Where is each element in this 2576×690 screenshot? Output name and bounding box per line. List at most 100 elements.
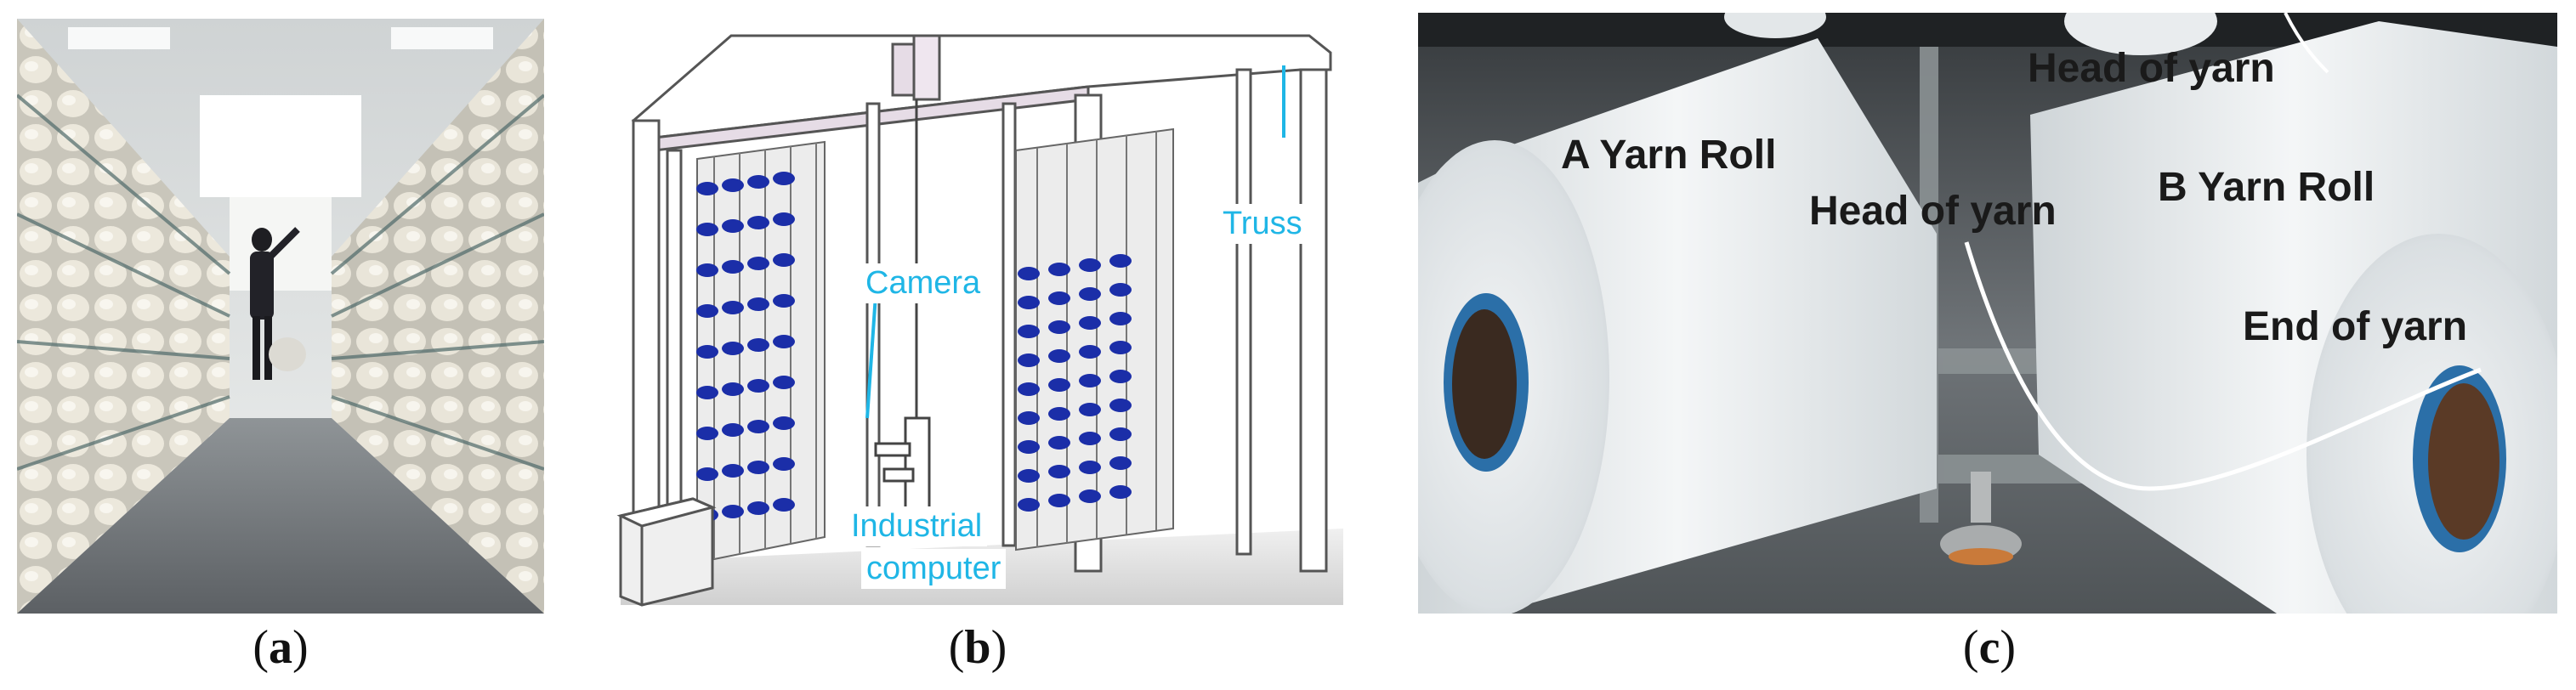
- blue-bobbin: [1018, 382, 1040, 396]
- rack-left: [696, 140, 826, 564]
- label-a-yarn-roll: A Yarn Roll: [1561, 133, 1777, 178]
- blue-bobbin: [1048, 320, 1070, 334]
- blue-bobbin: [722, 260, 744, 274]
- blue-bobbin: [773, 212, 795, 226]
- blue-bobbin: [1048, 407, 1070, 421]
- label-head-of-yarn-mid: Head of yarn: [1809, 189, 2057, 234]
- blue-bobbin: [722, 178, 744, 192]
- blue-bobbin: [696, 304, 718, 318]
- blue-bobbin: [722, 342, 744, 355]
- blue-bobbin: [1109, 341, 1132, 354]
- blue-bobbin: [1018, 469, 1040, 483]
- blue-bobbin: [696, 263, 718, 277]
- blue-bobbin: [1048, 378, 1070, 392]
- blue-bobbin: [747, 175, 769, 189]
- warehouse-photo: [17, 19, 544, 614]
- caption-a-letter: a: [269, 621, 292, 674]
- blue-bobbin: [1079, 258, 1101, 272]
- machine-foot: [1940, 472, 2022, 565]
- blue-bobbin: [696, 223, 718, 236]
- blue-bobbin: [696, 182, 718, 195]
- blue-bobbin: [1048, 263, 1070, 276]
- blue-bobbin-group: [696, 172, 1132, 522]
- panel-c-photo: Head of yarn A Yarn Roll Head of yarn B …: [1418, 13, 2557, 614]
- yarn-roll-b: [2030, 21, 2557, 614]
- blue-bobbin: [1018, 325, 1040, 338]
- label-truss: Truss: [1217, 204, 1308, 244]
- blue-bobbin: [773, 172, 795, 185]
- caption-b: (b): [948, 621, 1007, 674]
- blue-bobbin: [773, 457, 795, 471]
- blue-bobbin: [696, 345, 718, 359]
- blue-bobbin: [696, 427, 718, 440]
- blue-bobbin: [1018, 267, 1040, 280]
- blue-bobbin: [1079, 403, 1101, 416]
- blue-bobbin: [1018, 353, 1040, 367]
- blue-bobbin: [696, 386, 718, 399]
- blue-bobbin: [773, 498, 795, 512]
- blue-bobbin: [747, 216, 769, 229]
- blue-bobbin: [696, 467, 718, 481]
- caption-c-letter: c: [1978, 621, 2000, 674]
- blue-bobbin: [1048, 436, 1070, 450]
- blue-bobbin: [1109, 485, 1132, 499]
- blue-bobbin: [1109, 254, 1132, 268]
- truss-frame: [631, 34, 1332, 598]
- blue-bobbin: [1048, 494, 1070, 507]
- blue-bobbin: [773, 294, 795, 308]
- camera-pointer-line: [865, 294, 877, 419]
- caption-a: (a): [252, 621, 309, 674]
- industrial-computer-box: [616, 497, 717, 607]
- blue-bobbin: [747, 501, 769, 515]
- blue-bobbin: [1018, 296, 1040, 309]
- label-b-yarn-roll: B Yarn Roll: [2158, 165, 2375, 210]
- blue-bobbin: [722, 423, 744, 437]
- blue-bobbin: [773, 376, 795, 389]
- caption-c: (c): [1962, 621, 2017, 674]
- rack-right: [1015, 127, 1174, 551]
- blue-bobbin: [747, 420, 769, 433]
- blue-bobbin: [1109, 456, 1132, 470]
- blue-bobbin: [1048, 291, 1070, 305]
- panel-a-photo: [17, 19, 544, 614]
- blue-bobbin: [773, 253, 795, 267]
- blue-bobbin: [1079, 316, 1101, 330]
- blue-bobbin: [1109, 399, 1132, 412]
- label-industrial-computer-line2: computer: [861, 549, 1007, 589]
- blue-bobbin: [1109, 312, 1132, 325]
- blue-bobbin: [1048, 465, 1070, 478]
- blue-bobbin: [1079, 461, 1101, 474]
- blue-bobbin: [722, 301, 744, 314]
- blue-bobbin: [747, 297, 769, 311]
- blue-bobbin: [747, 338, 769, 352]
- blue-bobbin: [1018, 440, 1040, 454]
- blue-bobbin: [1018, 498, 1040, 512]
- blue-bobbin: [773, 416, 795, 430]
- blue-bobbin: [1079, 345, 1101, 359]
- worker-silhouette: [250, 227, 306, 380]
- blue-bobbin: [1079, 287, 1101, 301]
- blue-bobbin: [722, 464, 744, 478]
- blue-bobbin: [722, 382, 744, 396]
- blue-bobbin: [1079, 374, 1101, 387]
- yarn-rolls-photo: [1418, 13, 2557, 614]
- blue-bobbin: [1109, 370, 1132, 383]
- blue-bobbin: [747, 257, 769, 270]
- panel-b-diagram: Camera Truss Industrial computer: [612, 19, 1352, 614]
- label-industrial-computer-line1: Industrial: [846, 506, 988, 546]
- camera-mount: [874, 99, 931, 513]
- blue-bobbin: [747, 379, 769, 393]
- blue-bobbin: [747, 461, 769, 474]
- blue-bobbin: [1109, 427, 1132, 441]
- caption-b-letter: b: [964, 621, 991, 674]
- blue-bobbin: [722, 505, 744, 518]
- label-end-of-yarn: End of yarn: [2243, 304, 2468, 349]
- blue-bobbin: [1018, 411, 1040, 425]
- blue-bobbin: [722, 219, 744, 233]
- blue-bobbin: [1109, 283, 1132, 297]
- yarn-roll-a: [1418, 38, 1937, 614]
- blue-bobbin: [1079, 489, 1101, 503]
- blue-bobbin: [1048, 349, 1070, 363]
- blue-bobbin: [1079, 432, 1101, 445]
- label-camera: Camera: [860, 263, 986, 303]
